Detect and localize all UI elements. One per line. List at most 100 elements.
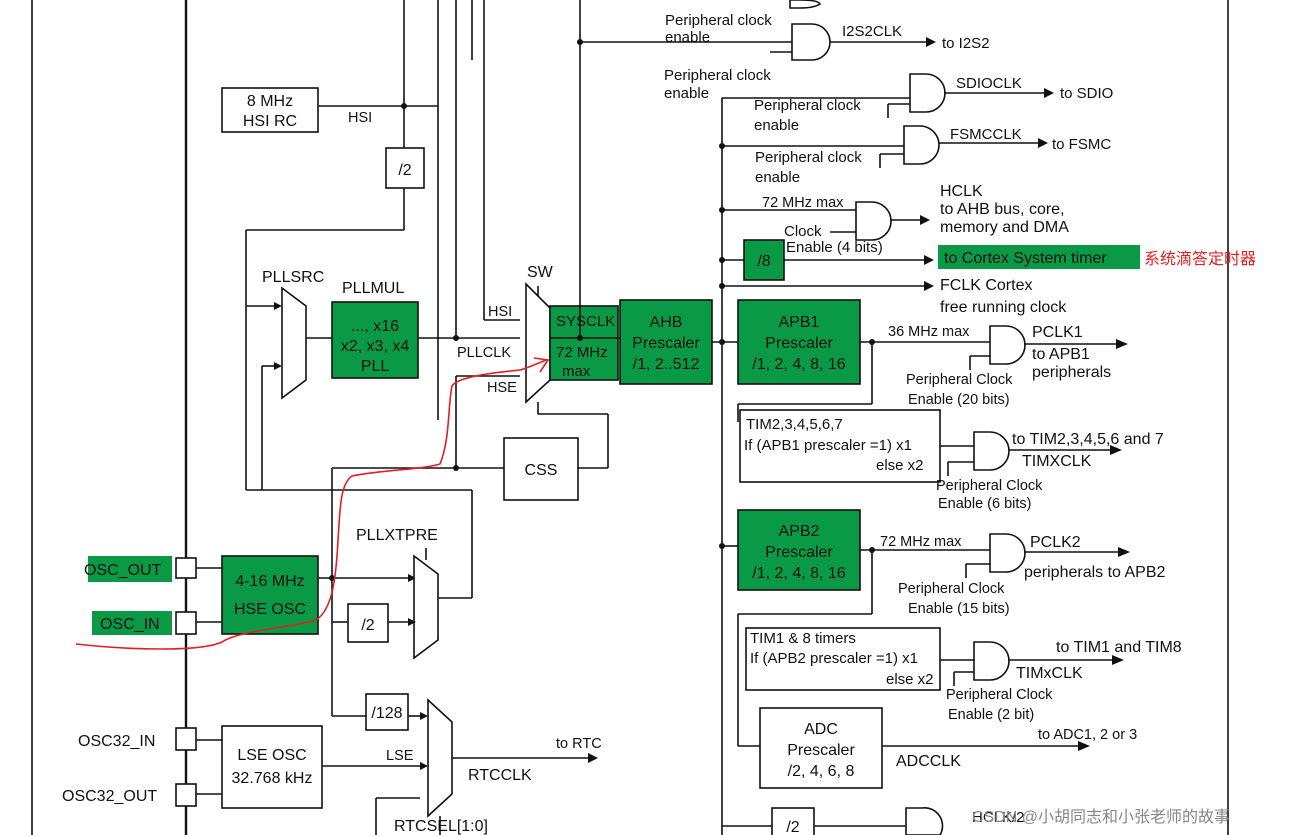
cortex-timer-highlight (938, 245, 1140, 269)
div128-box (365, 693, 409, 731)
osc-in-highlight (92, 611, 172, 635)
pce-apb1-label-1: Peripheral Clock (906, 372, 1013, 388)
hsi-wire-label: HSI (348, 110, 372, 126)
to-adc-label: to ADC1, 2 or 3 (1038, 727, 1137, 743)
osc-out-pin (175, 557, 197, 579)
ahb-label-3: /1, 2..512 (633, 356, 700, 373)
pce-apb2-label-2: Enable (15 bits) (908, 601, 1010, 617)
i2s2-gate (791, 23, 831, 61)
sysclk-block (549, 305, 619, 381)
hclk-label-1: HCLK (940, 183, 983, 200)
hclk-max-label: 72 MHz max (762, 195, 844, 211)
pce-sdio-label-2: enable (754, 117, 799, 134)
apb1-max-label: 36 MHz max (888, 324, 970, 340)
ahb-label-1: AHB (650, 314, 683, 331)
pclk1-label-1: PCLK1 (1032, 324, 1083, 341)
apb1-label-3: /1, 2, 4, 8, 16 (752, 356, 846, 373)
systick-annotation: 系统滴答定时器 (1144, 250, 1256, 268)
bottom-div2-label: /2 (786, 819, 799, 835)
fclk-label-2: free running clock (940, 299, 1067, 316)
pll-label-2: x2, x3, x4 (341, 338, 410, 355)
pclk1-label-3: peripherals (1032, 364, 1111, 381)
osc-in-label: OSC_IN (100, 616, 160, 633)
lse-osc-box (221, 725, 323, 809)
osc32-out-pin (175, 783, 197, 807)
rtcsel-mux (427, 698, 453, 818)
apb2-label-2: Prescaler (765, 544, 833, 561)
top-partial-gate (789, 0, 822, 9)
adc-label-1: ADC (804, 721, 838, 738)
hclk-label-2: to AHB bus, core, (940, 201, 1065, 218)
css-label: CSS (525, 462, 558, 479)
tim-apb2-label-1: TIM1 & 8 timers (750, 630, 856, 647)
sdioclk-label: SDIOCLK (956, 75, 1022, 92)
pce-tim-apb2-label-1: Peripheral Clock (946, 687, 1053, 703)
pce-tim-apb1-label-2: Enable (6 bits) (938, 496, 1032, 512)
pce-tim-apb1-label-1: Peripheral Clock (936, 478, 1043, 494)
hsi-rc-label-1: 8 MHz (247, 93, 293, 110)
timxclk-gate (973, 431, 1010, 471)
tim-apb1-label-2: If (APB1 prescaler =1) x1 (744, 437, 912, 454)
to-rtc-label: to RTC (556, 736, 602, 752)
clock-enable-label-1: Clock (784, 223, 822, 240)
to-sdio-label: to SDIO (1060, 85, 1113, 102)
tim-apb1-label-3: else x2 (876, 457, 924, 474)
timxclk-label: TIMXCLK (1022, 453, 1092, 470)
adc-label-3: /2, 4, 6, 8 (788, 763, 855, 780)
hse-div2-box (347, 603, 389, 643)
apb2-label-3: /1, 2, 4, 8, 16 (752, 565, 846, 582)
pclk2-label-1: PCLK2 (1030, 534, 1081, 551)
to-tim1-label: to TIM1 and TIM8 (1056, 639, 1182, 656)
hse-osc-label-1: 4-16 MHz (235, 573, 304, 590)
to-tim2-label: to TIM2,3,4,5,6 and 7 (1012, 431, 1164, 448)
pce-apb1-label-2: Enable (20 bits) (908, 392, 1010, 408)
pce-apb2-label-1: Peripheral Clock (898, 581, 1005, 597)
pllxtpre-label: PLLXTPRE (356, 527, 438, 544)
tim-apb1-label-1: TIM2,3,4,5,6,7 (746, 416, 843, 433)
pce-fsmc-label-2: enable (755, 169, 800, 186)
apb1-label-2: Prescaler (765, 335, 833, 352)
pllsrc-label: PLLSRC (262, 269, 324, 286)
pll-label-1: ..., x16 (351, 318, 399, 335)
adc-label-2: Prescaler (787, 742, 855, 759)
i2s2clk-label: I2S2CLK (842, 23, 902, 40)
sysclk-label-2: 72 MHz (556, 344, 608, 361)
sw-mux (525, 282, 551, 404)
fsmcclk-label: FSMCCLK (950, 126, 1022, 143)
pll-block (331, 301, 419, 379)
hsi-rc-box (221, 87, 319, 133)
sdio-gate (909, 73, 946, 113)
adc-prescaler-box (759, 707, 883, 789)
pll-label-3: PLL (361, 358, 390, 375)
div8-label: /8 (757, 253, 770, 270)
lse-osc-label-1: LSE OSC (237, 747, 306, 764)
pllmul-label: PLLMUL (342, 280, 404, 297)
osc-in-pin (175, 611, 197, 635)
rtcsel-label: RTCSEL[1:0] (394, 818, 488, 835)
osc32-in-pin (175, 727, 197, 751)
pllsrc-mux (281, 286, 307, 400)
sw-label: SW (527, 264, 554, 281)
csdn-watermark: CSDN @小胡同志和小张老师的故事 (972, 808, 1230, 826)
to-i2s2-label: to I2S2 (942, 35, 990, 52)
osc-out-label: OSC_OUT (84, 562, 162, 579)
pllclk-label: PLLCLK (457, 345, 511, 361)
rtcclk-label: RTCCLK (468, 767, 532, 784)
tim-apb2-box (745, 627, 941, 691)
timxclk2-label: TIMxCLK (1016, 665, 1083, 682)
tim-apb1-box (739, 409, 941, 483)
pce-sdio-label-1: Peripheral clock (754, 97, 861, 114)
to-fsmc-label: to FSMC (1052, 136, 1111, 153)
bottom-div2-box (771, 807, 815, 835)
apb1-prescaler-block (737, 299, 861, 385)
pce-top-label-1: Peripheral clock (665, 12, 772, 29)
sysclk-label-1: SYSCLK (556, 313, 615, 330)
css-box (503, 437, 579, 501)
pclk2-label-2: peripherals to APB2 (1024, 564, 1166, 581)
div128-label: /128 (371, 705, 402, 722)
adcclk-label: ADCCLK (896, 753, 961, 770)
fsmc-gate (903, 125, 940, 165)
lse-wire-label: LSE (386, 748, 414, 764)
hse-osc-block (221, 555, 319, 635)
